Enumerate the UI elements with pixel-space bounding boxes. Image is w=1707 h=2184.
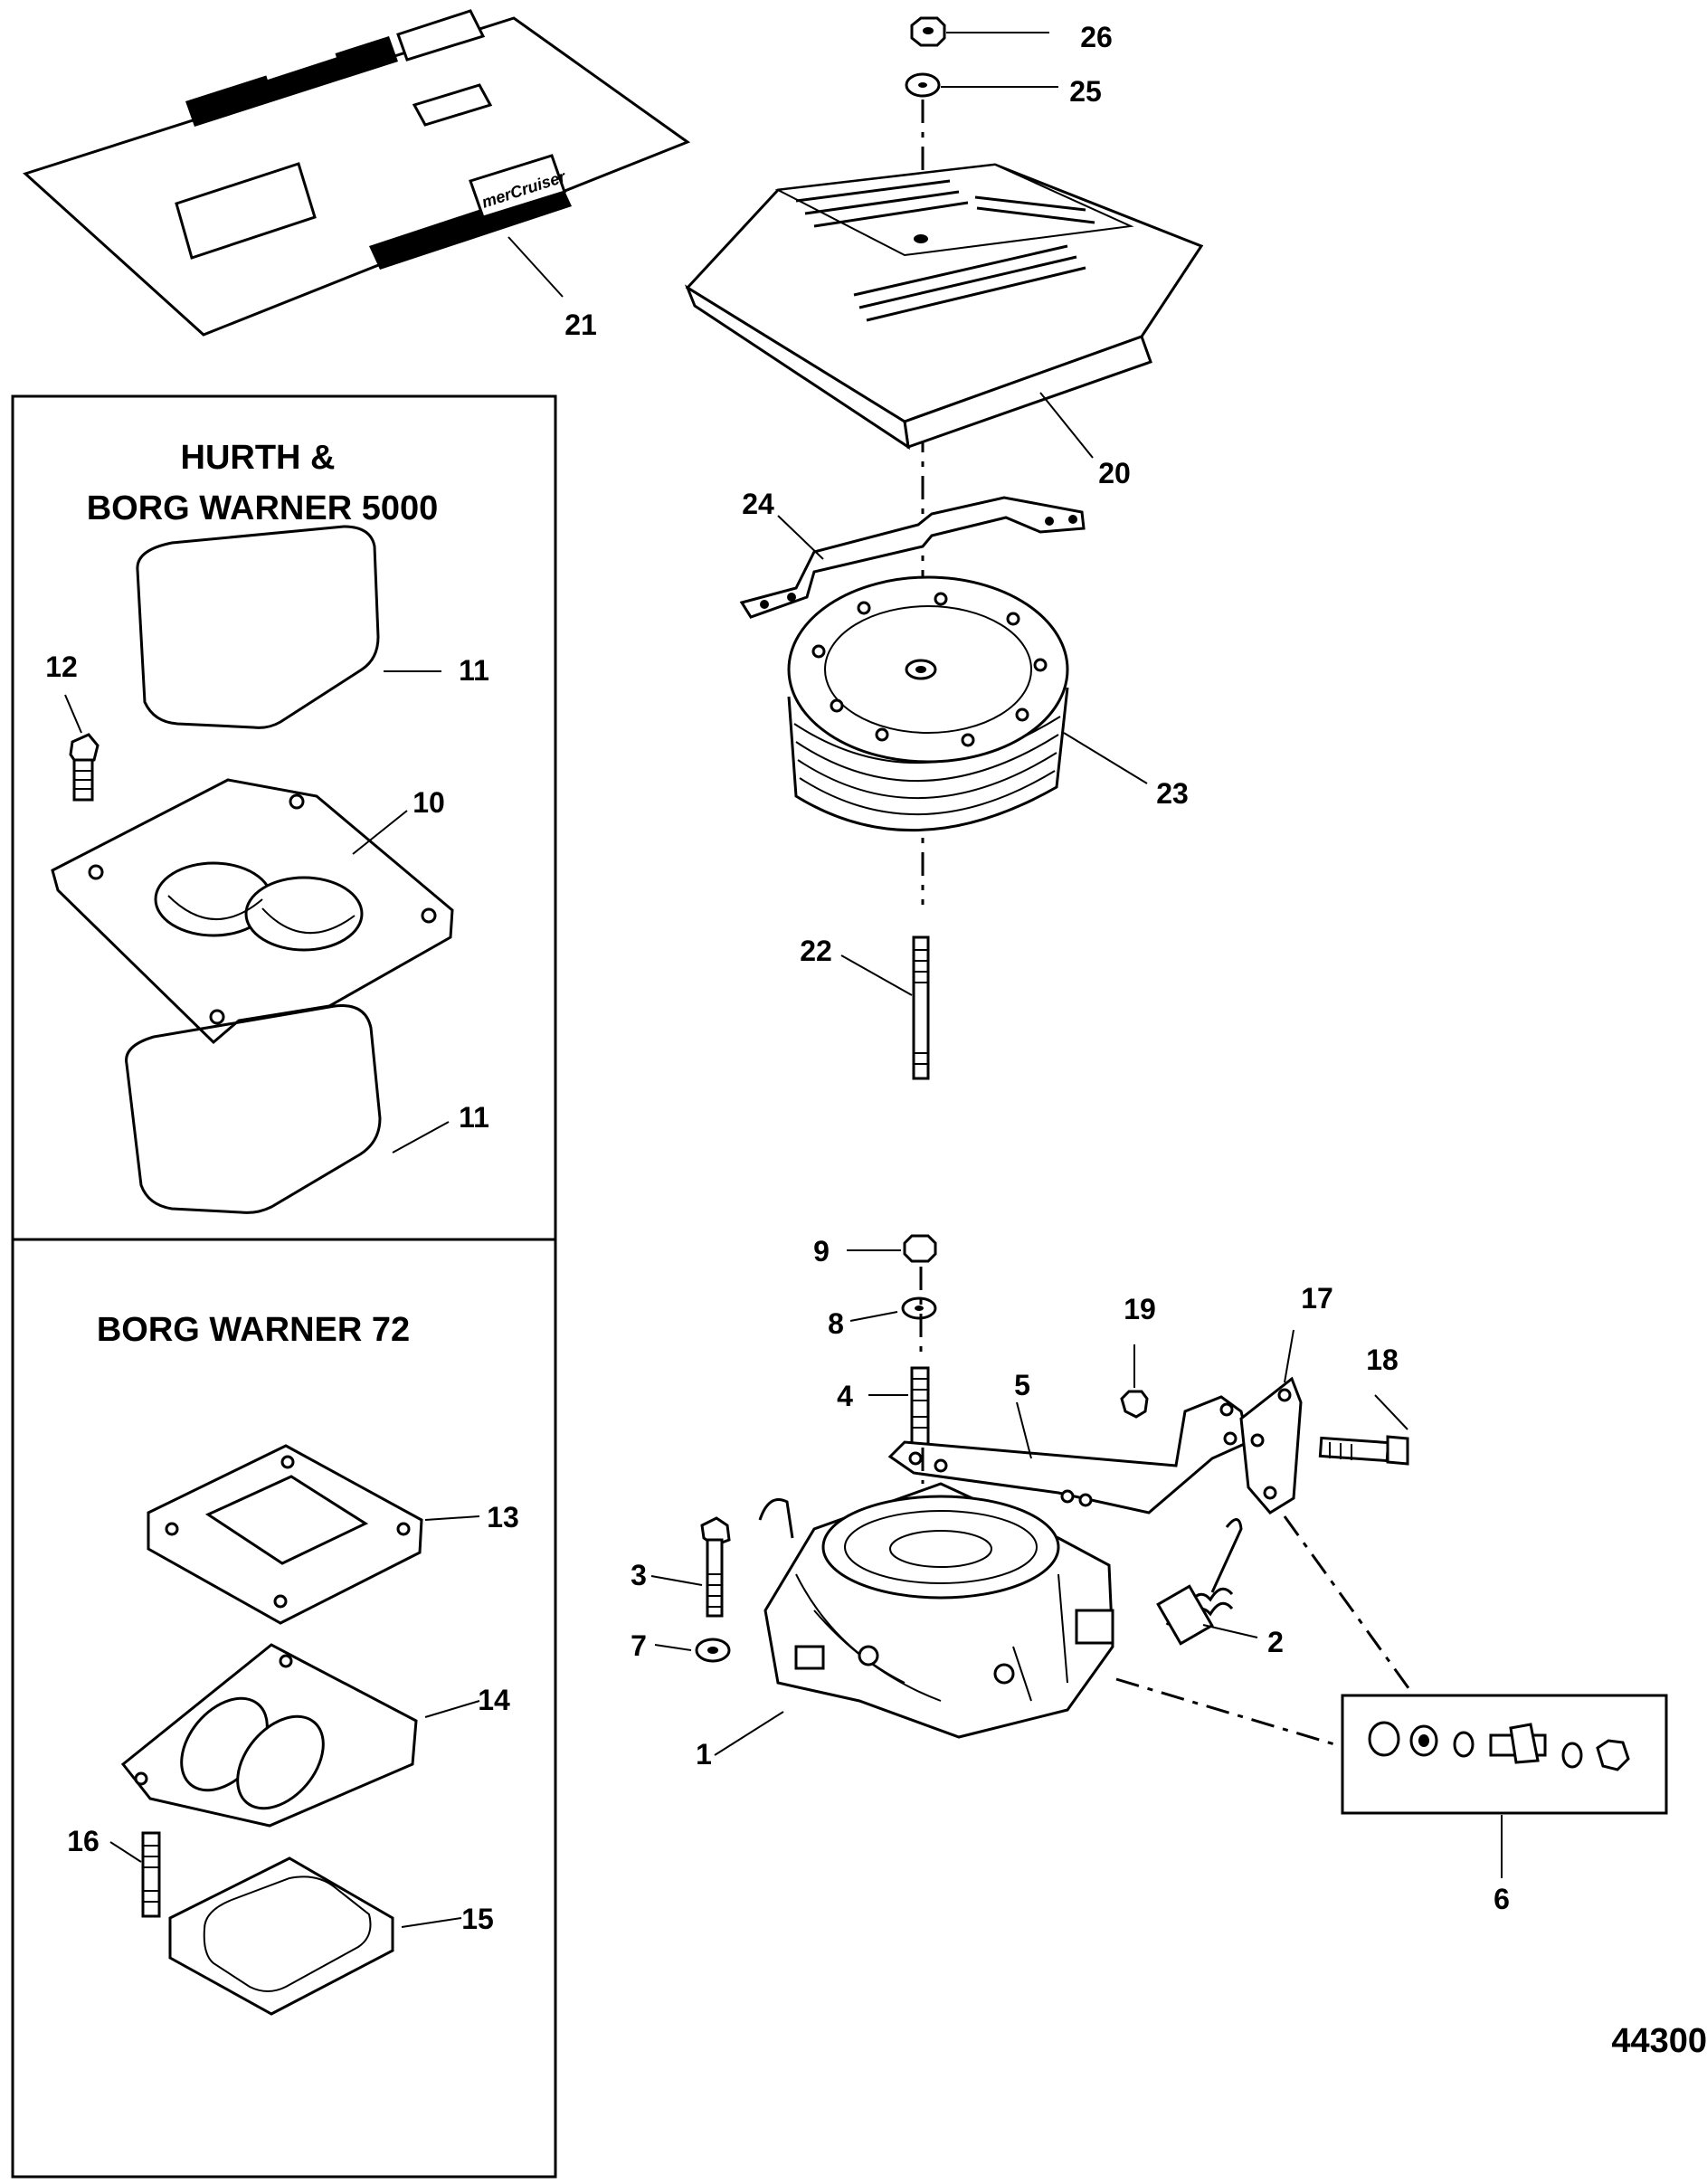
panel-borg-warner-72: BORG WARNER 72 [11, 1238, 557, 2179]
callout-20: 20 [1098, 457, 1131, 489]
flame-arrestor-cover [684, 163, 1204, 459]
callout-21: 21 [564, 309, 597, 341]
panel-title-line2: BORG WARNER 5000 [87, 489, 439, 527]
callout-5: 5 [1014, 1369, 1030, 1401]
callout-17: 17 [1301, 1282, 1333, 1315]
callout-11-upper: 11 [459, 654, 489, 687]
bolt-18 [1318, 1394, 1409, 1466]
callout-24: 24 [742, 488, 774, 520]
callout-16: 16 [67, 1825, 100, 1857]
callout-13: 13 [487, 1501, 519, 1534]
callout-labels: 26 25 21 20 24 23 22 12 11 10 11 13 14 1… [45, 21, 1510, 1935]
nut-9 [847, 1234, 937, 1263]
callout-22: 22 [800, 935, 832, 967]
callout-7: 7 [631, 1629, 647, 1662]
bracket-plate-17 [1239, 1329, 1303, 1515]
callout-8: 8 [828, 1307, 844, 1340]
callout-2: 2 [1267, 1626, 1284, 1658]
panel-title: BORG WARNER 72 [97, 1311, 410, 1349]
spacer-screw [64, 694, 100, 802]
callout-18: 18 [1366, 1344, 1399, 1376]
callout-19: 19 [1124, 1293, 1156, 1325]
fitting-kit-6 [1115, 1515, 1668, 1878]
arrestor-bracket [739, 496, 1086, 619]
top-nut [910, 16, 946, 47]
flame-arrestor-element [787, 575, 1148, 832]
top-washer [905, 72, 941, 98]
callout-6: 6 [1494, 1883, 1510, 1915]
carburetor-1 [714, 1448, 1114, 1756]
spring-2 [1156, 1518, 1258, 1646]
lock-washer-7 [654, 1638, 731, 1663]
callout-14: 14 [478, 1684, 510, 1716]
callout-9: 9 [813, 1235, 830, 1268]
adapter-plate-14 [120, 1643, 480, 1828]
callout-26: 26 [1080, 21, 1113, 53]
adapter-gasket-13 [147, 1444, 480, 1625]
adapter-stud-16 [109, 1831, 161, 1918]
callout-10: 10 [413, 786, 445, 819]
spacer-plate [51, 778, 454, 1045]
callout-25: 25 [1069, 75, 1102, 108]
adapter-gasket-15 [168, 1856, 462, 2016]
callout-15: 15 [461, 1903, 494, 1935]
stud-4 [868, 1366, 930, 1446]
washer-8 [849, 1296, 937, 1322]
callout-11-lower: 11 [459, 1101, 489, 1134]
callout-3: 3 [631, 1559, 647, 1591]
callout-12: 12 [45, 650, 78, 683]
nut-19 [1120, 1344, 1149, 1419]
callout-23: 23 [1156, 777, 1189, 810]
gasket-upper [136, 525, 441, 729]
callout-1: 1 [696, 1738, 712, 1771]
decal-sheet: merCruiser [23, 9, 691, 337]
figure-id: 44300 [1611, 2022, 1707, 2060]
bolt-3 [650, 1516, 731, 1618]
panel-title-line1: HURTH & [181, 439, 336, 477]
long-stud [840, 935, 930, 1080]
gasket-lower [125, 1004, 450, 1214]
callout-4: 4 [837, 1380, 853, 1412]
